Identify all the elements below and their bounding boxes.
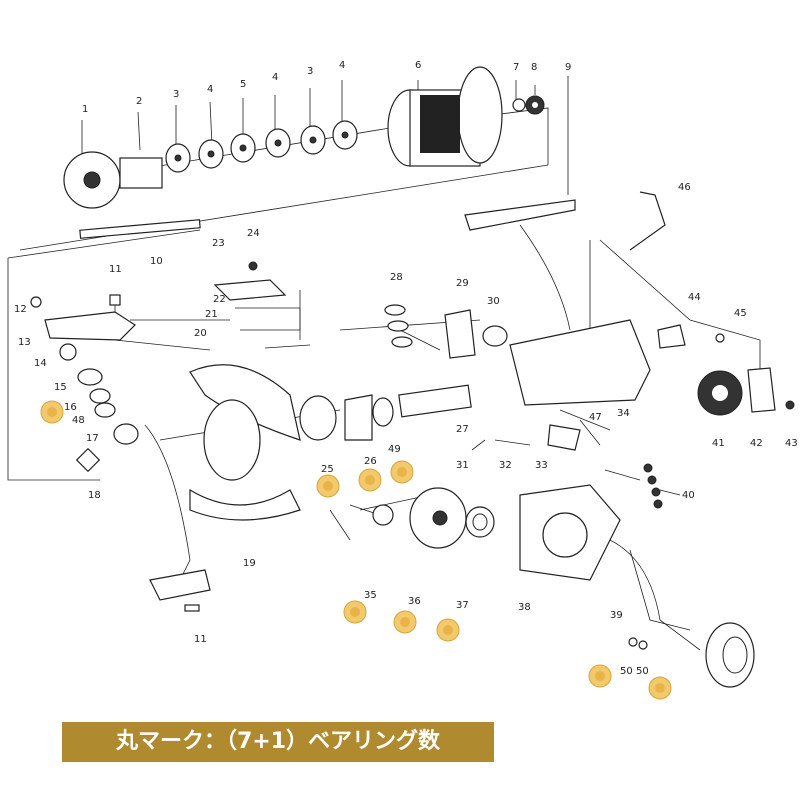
left-parts [30, 261, 311, 612]
part-label: 9 [565, 62, 571, 73]
part-label: 5 [240, 79, 246, 90]
part-label: 30 [487, 296, 500, 307]
top-row-parts [63, 66, 545, 239]
lower-parts [372, 463, 755, 688]
part-label: 4 [339, 60, 345, 71]
part-label: 36 [408, 596, 421, 607]
bearing-marks [40, 400, 672, 700]
part-label: 23 [212, 238, 225, 249]
part-label: 22 [213, 294, 226, 305]
part-label: 33 [535, 460, 548, 471]
part-label: 29 [456, 278, 469, 289]
part-label: 17 [86, 433, 99, 444]
part-labels: 1 2 3 4 5 4 3 4 6 7 8 9 10 11 12 13 14 1… [14, 60, 798, 677]
part-label: 38 [518, 602, 531, 613]
bearing-mark-49 [390, 460, 414, 484]
part-label: 11 [194, 634, 207, 645]
part-label: 11 [109, 264, 122, 275]
part-label: 40 [682, 490, 695, 501]
part-label: 50 [636, 666, 649, 677]
bearing-mark-16 [40, 400, 64, 424]
part-label: 45 [734, 308, 747, 319]
part-label: 7 [513, 62, 519, 73]
part-label: 6 [415, 60, 421, 71]
part-label: 25 [321, 464, 334, 475]
bearing-mark-35 [343, 600, 367, 624]
bearing-mark-25 [316, 474, 340, 498]
part-label: 27 [456, 424, 469, 435]
part-label: 35 [364, 590, 377, 601]
part-label: 3 [173, 89, 179, 100]
part-label: 21 [205, 309, 218, 320]
part-label: 31 [456, 460, 469, 471]
bearing-mark-36 [393, 610, 417, 634]
part-label: 39 [610, 610, 623, 621]
bearing-mark-37 [436, 618, 460, 642]
part-label: 37 [456, 600, 469, 611]
part-label: 16 [64, 402, 77, 413]
part-label: 43 [785, 438, 798, 449]
part-label: 1 [82, 104, 88, 115]
part-label: 3 [307, 66, 313, 77]
part-label: 4 [207, 84, 213, 95]
bearing-mark-50a [588, 664, 612, 688]
bearing-mark-50b [648, 676, 672, 700]
part-label: 32 [499, 460, 512, 471]
part-label: 34 [617, 408, 630, 419]
part-label: 42 [750, 438, 763, 449]
part-label: 19 [243, 558, 256, 569]
part-label: 20 [194, 328, 207, 339]
bearing-count-caption: 丸マーク：（7+1）ベアリング数 [62, 722, 494, 762]
part-label: 28 [390, 272, 403, 283]
part-label: 8 [531, 62, 537, 73]
part-label: 49 [388, 444, 401, 455]
part-label: 18 [88, 490, 101, 501]
part-label: 2 [136, 96, 142, 107]
part-label: 24 [247, 228, 260, 239]
part-label: 41 [712, 438, 725, 449]
part-label: 10 [150, 256, 163, 267]
part-label: 46 [678, 182, 691, 193]
part-label: 14 [34, 358, 47, 369]
part-label: 26 [364, 456, 377, 467]
part-label: 50 [620, 666, 633, 677]
part-label: 4 [272, 72, 278, 83]
part-label: 15 [54, 382, 67, 393]
part-label: 48 [72, 415, 85, 426]
center-parts [299, 191, 795, 451]
part-label: 12 [14, 304, 27, 315]
bearing-mark-26 [358, 468, 382, 492]
part-label: 44 [688, 292, 701, 303]
part-label: 47 [589, 412, 602, 423]
part-label: 13 [18, 337, 31, 348]
